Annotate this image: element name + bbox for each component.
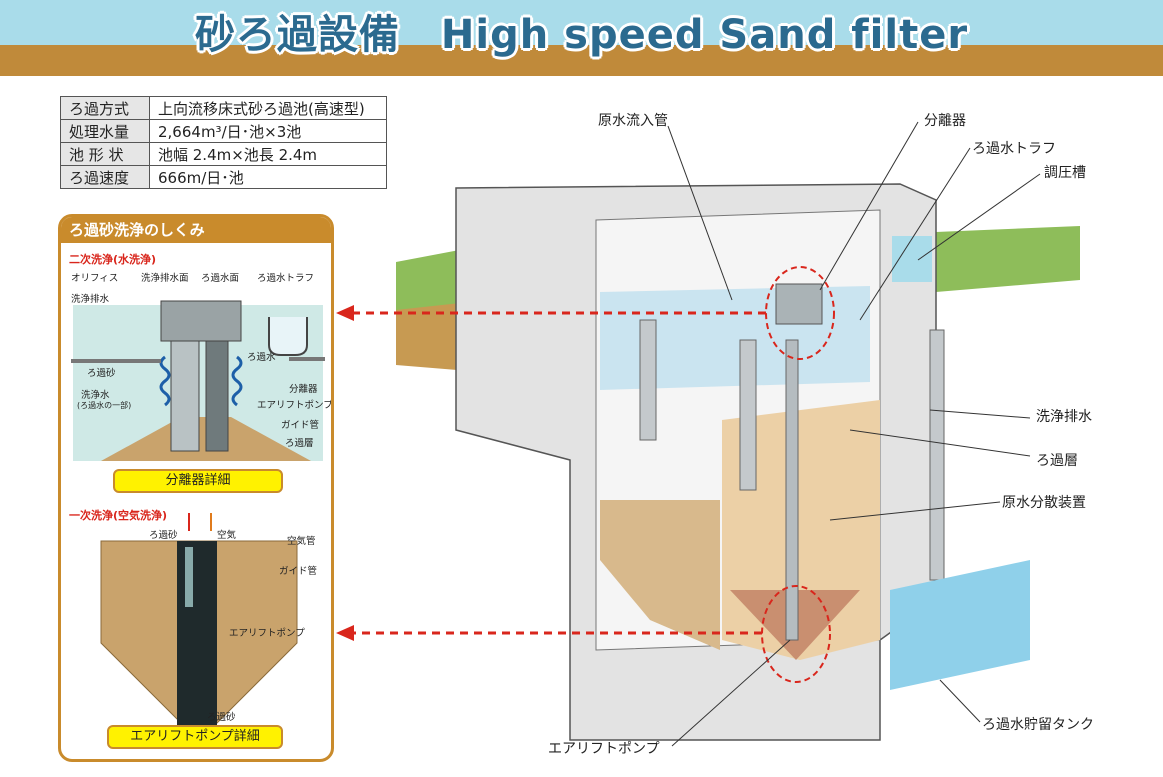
label-filter-sand: ろ過砂 <box>87 368 116 379</box>
leader-regulating <box>917 173 1041 261</box>
pipe-center <box>739 339 757 491</box>
label-sand-up: ろ過砂 <box>149 530 178 541</box>
spec-key: ろ過速度 <box>60 165 150 189</box>
airlift-main <box>785 339 799 641</box>
storage-tank-water <box>890 560 1030 690</box>
secondary-wash-heading: 二次洗浄(水洗浄) <box>69 253 157 266</box>
label-trough: ろ過水トラフ <box>257 273 315 284</box>
label-raw-inlet: 原水流入管 <box>598 113 668 129</box>
page-title: 砂ろ過設備 High speed Sand filter <box>194 12 969 58</box>
separator-main <box>775 283 823 325</box>
sand-left <box>600 500 720 650</box>
label-wash-drain-main: 洗浄排水 <box>1036 409 1092 425</box>
leader-airlift <box>671 639 791 747</box>
label-storage-tank: ろ過水貯留タンク <box>982 717 1094 733</box>
airlift-highlight <box>761 585 831 683</box>
leader-raw-inlet <box>667 125 733 301</box>
trough-shape <box>268 317 308 356</box>
leader-wash-drain <box>929 409 1031 419</box>
label-wash-drain: 洗浄排水 <box>71 294 110 305</box>
spec-value: 666m/日･池 <box>149 165 387 189</box>
wash-spiral-right <box>231 355 243 407</box>
arrow-head-top <box>336 305 354 321</box>
leader-storage <box>939 679 981 723</box>
title-banner-top <box>0 0 1163 45</box>
leader-separator <box>819 121 919 291</box>
leader-distributor <box>829 501 1001 521</box>
label-filtered-water: ろ過水 <box>247 352 276 363</box>
leader-filter-layer <box>849 429 1031 457</box>
ground-right <box>936 226 1080 292</box>
spec-key: 処理水量 <box>60 119 150 143</box>
airlift-pipe <box>205 340 229 452</box>
spec-value: 2,664m³/日･池×3池 <box>149 119 387 143</box>
panel-drawing <box>71 300 325 731</box>
label-airlift-lower: エアリフトポンプ <box>229 628 305 639</box>
regulating-tank-water <box>892 236 932 282</box>
label-filter-layer: ろ過層 <box>285 438 314 449</box>
guide-pipe-left <box>170 340 200 452</box>
label-wash-water: 洗浄水 <box>81 390 110 401</box>
label-wash-surface: 洗浄排水面 <box>141 273 189 284</box>
separator-body <box>160 300 242 342</box>
label-sand-bottom: ろ過砂 <box>207 712 236 723</box>
label-guide-pipe-lower: ガイド管 <box>279 566 318 577</box>
leader-trough <box>859 147 971 321</box>
label-air: 空気 <box>217 530 237 541</box>
drain-pipe-right <box>929 329 945 581</box>
label-wash-water-note: (ろ過水の一部) <box>77 401 132 410</box>
label-airlift: エアリフトポンプ <box>257 400 333 411</box>
label-airlift-main: エアリフトポンプ <box>548 741 660 757</box>
sand-wash-panel: ろ過砂洗浄のしくみ 二次洗浄(水洗浄) オリフィス 洗浄排水面 ろ過水面 ろ過水… <box>58 214 334 762</box>
label-filter-layer-main: ろ過層 <box>1036 453 1078 469</box>
separator-caption: 分離器詳細 <box>113 469 283 493</box>
title-banner-bottom <box>0 45 1163 76</box>
label-separator-main: 分離器 <box>924 113 966 129</box>
primary-wash-heading: 一次洗浄(空気洗浄) <box>69 509 168 522</box>
separator-highlight <box>765 266 835 360</box>
label-distributor: 原水分散装置 <box>1002 495 1086 511</box>
panel-title: ろ過砂洗浄のしくみ <box>61 217 331 243</box>
wash-spiral-left <box>159 355 171 407</box>
label-trough-main: ろ過水トラフ <box>972 141 1056 157</box>
label-air-pipe: 空気管 <box>287 536 316 547</box>
label-regulating-tank: 調圧槽 <box>1044 165 1086 181</box>
air-pipe-lower <box>185 547 193 607</box>
airlift-pipe-lower <box>177 541 217 731</box>
pipe-left <box>639 319 657 441</box>
label-guide-pipe: ガイド管 <box>281 420 320 431</box>
label-filtered-surface: ろ過水面 <box>201 273 240 284</box>
arrow-head-bottom <box>336 625 354 641</box>
label-separator: 分離器 <box>289 384 318 395</box>
airlift-caption: エアリフトポンプ詳細 <box>107 725 283 749</box>
label-orifice: オリフィス <box>71 273 119 284</box>
